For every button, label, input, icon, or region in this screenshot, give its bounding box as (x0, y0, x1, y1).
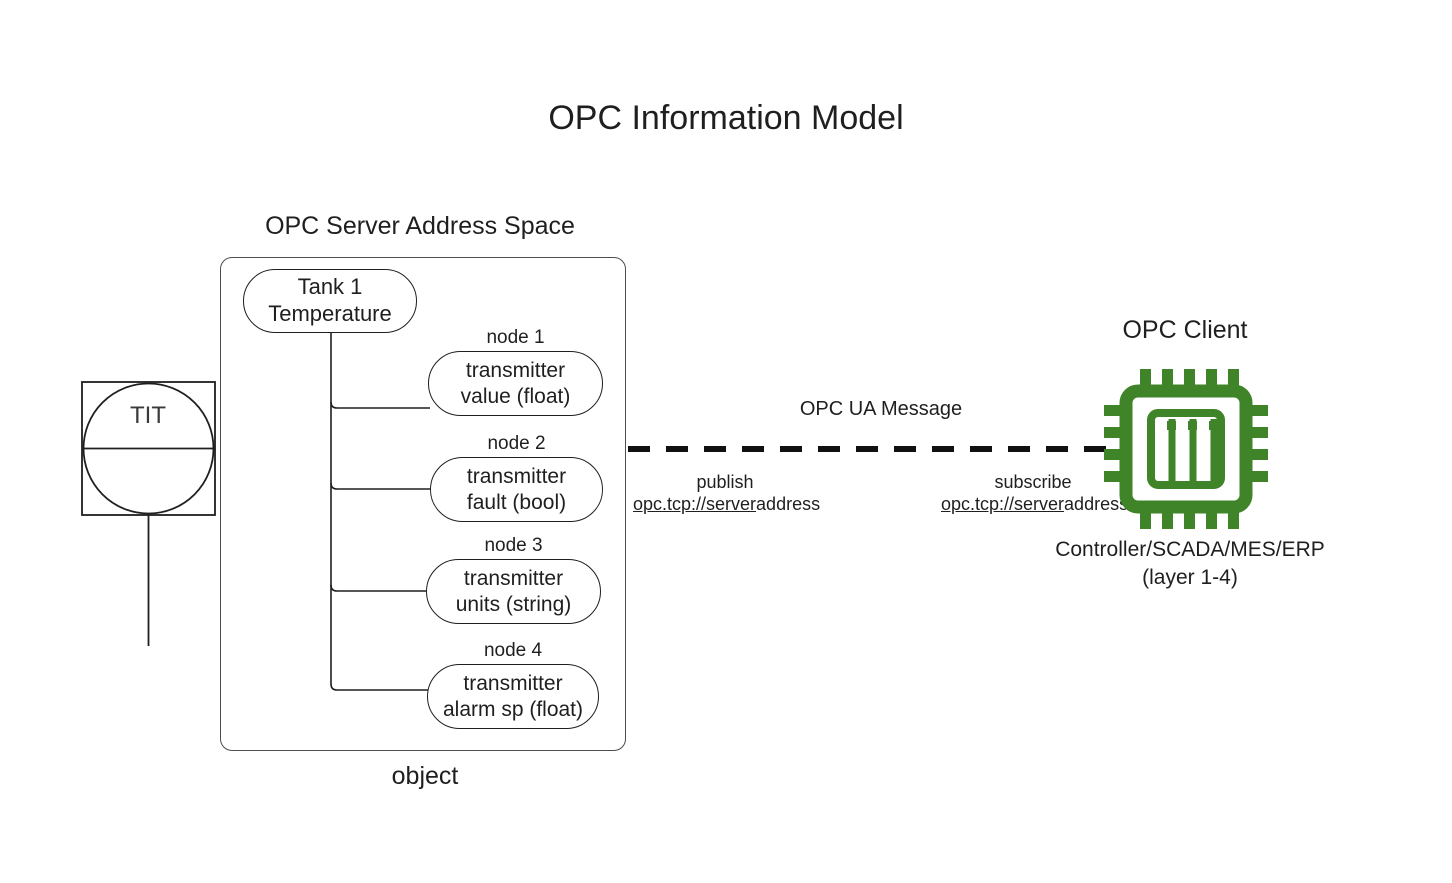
node-4-line1: transmitter (463, 671, 563, 695)
subscribe-uri-link[interactable]: opc.tcp://server (941, 494, 1065, 514)
opc-ua-message-label: OPC UA Message (799, 398, 963, 420)
object-caption: object (391, 762, 459, 790)
publish-endpoint-uri[interactable]: opc.tcp://serveraddress (633, 494, 821, 515)
node-root-line2: Temperature (268, 301, 392, 326)
node-1-line2: value (float) (460, 384, 571, 408)
publish-uri-link[interactable]: opc.tcp://server (633, 494, 757, 514)
node-3-transmitter-units[interactable]: transmitter units (string) (426, 559, 601, 624)
client-role-line1: Controller/SCADA/MES/ERP (1055, 538, 1325, 561)
node-2-label: node 2 (487, 433, 546, 454)
publish-uri-tail: address (756, 494, 821, 514)
node-2-line2: fault (bool) (466, 490, 567, 514)
node-3-label: node 3 (484, 535, 543, 556)
node-4-transmitter-alarm-sp[interactable]: transmitter alarm sp (float) (427, 664, 599, 729)
node-4-label: node 4 (483, 640, 543, 661)
client-role-caption: Controller/SCADA/MES/ERP (layer 1-4) (1000, 536, 1380, 593)
server-address-space-caption: OPC Server Address Space (265, 212, 575, 240)
instrument-bubble-icon (81, 381, 216, 646)
node-3-line2: units (string) (455, 592, 572, 616)
opc-client-caption: OPC Client (1122, 316, 1248, 344)
publish-label: publish (696, 472, 754, 492)
node-tank-1-temperature[interactable]: Tank 1 Temperature (243, 269, 417, 333)
node-1-label: node 1 (486, 327, 545, 348)
node-1-line1: transmitter (465, 358, 566, 382)
node-2-transmitter-fault[interactable]: transmitter fault (bool) (430, 457, 603, 522)
node-3-line1: transmitter (463, 566, 564, 590)
page-title: OPC Information Model (548, 99, 904, 137)
instrument-tag-label: TIT (130, 402, 166, 429)
subscribe-uri-tail: address (1064, 494, 1129, 514)
node-2-line1: transmitter (466, 464, 567, 488)
client-role-line2: (layer 1-4) (1142, 566, 1238, 590)
node-1-transmitter-value[interactable]: transmitter value (float) (428, 351, 603, 416)
node-4-line2: alarm sp (float) (442, 697, 584, 721)
subscribe-label: subscribe (994, 472, 1072, 492)
node-root-line1: Tank 1 (297, 274, 363, 300)
cpu-chip-icon (1104, 369, 1268, 529)
subscribe-endpoint-uri[interactable]: opc.tcp://serveraddress (941, 494, 1129, 515)
